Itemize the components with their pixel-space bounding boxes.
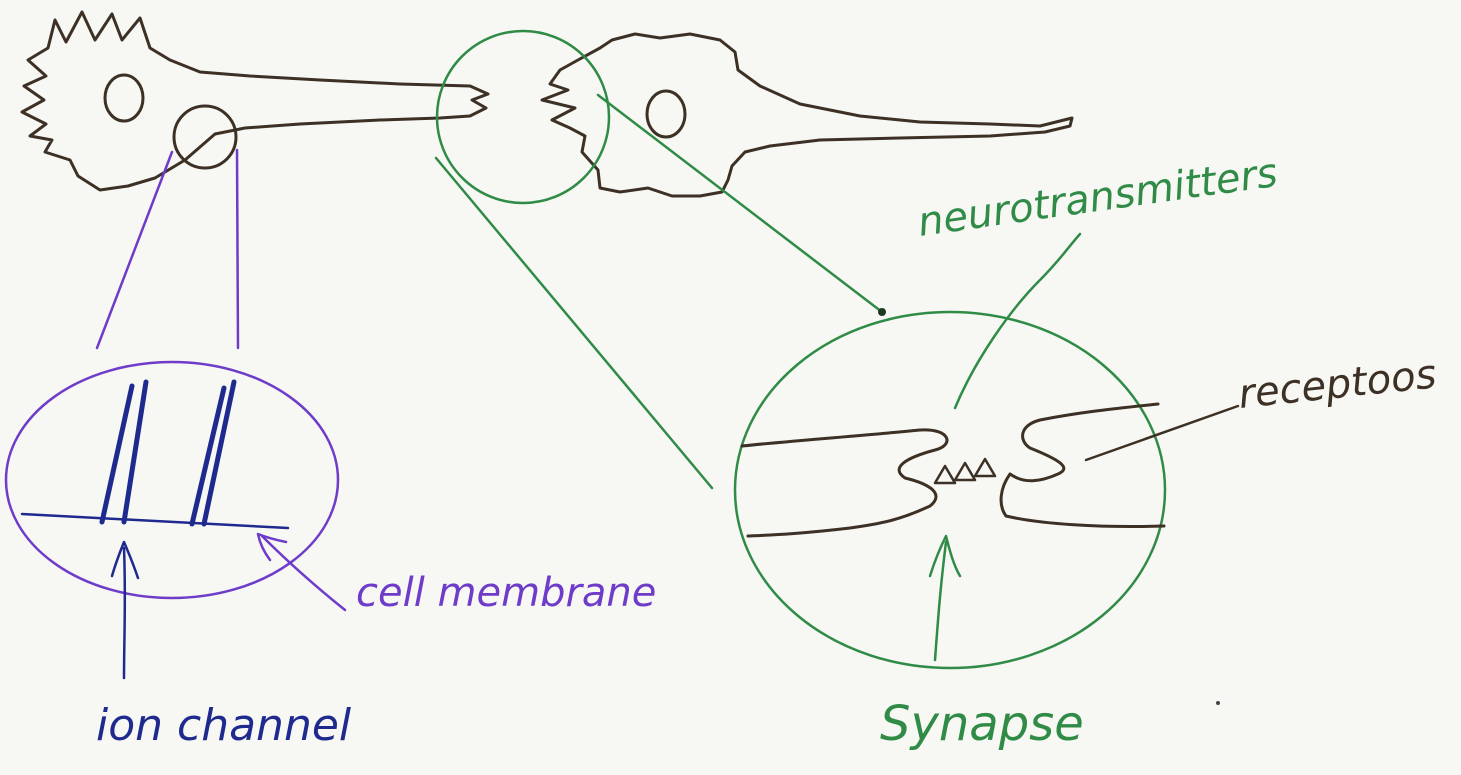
neurotransmitter-vesicle-1 [935,466,955,483]
neuron-1-nucleus [105,75,143,121]
synapse-arrow [930,536,960,660]
cell-membrane-arrow [258,534,345,610]
neuron-2-nucleus [647,91,685,137]
receptor-pointer-line [1086,406,1238,460]
ion-zoom-line-right [237,150,238,348]
neuron-1 [22,12,488,190]
cell-membrane-line [22,514,288,528]
label-receptors: receptoos [1236,351,1438,417]
ion-zoom-line-left [97,152,172,348]
zoom-line-upper [598,95,882,312]
neuron-2 [542,34,1072,196]
ion-channel-right [192,382,234,524]
neurotransmitter-vesicle-2 [955,463,975,480]
ion-channel-zoom [6,106,345,678]
zoom-anchor-dot [878,308,886,316]
label-cell-membrane: cell membrane [356,570,656,616]
zoom-line-lower [436,158,712,488]
synapse-zoom-circle [735,312,1165,668]
neuron-2-soma [542,34,1072,196]
ion-channel-left [102,382,146,522]
stray-ink-dot [1216,701,1220,705]
ion-channel-arrow [112,542,138,678]
label-neurotransmitters: neurotransmitters [915,150,1280,246]
neuron-1-soma [22,12,488,190]
label-ion-channel: ion channel [96,700,352,751]
neurotransmitter-vesicle-3 [975,459,995,476]
label-synapse: Synapse [880,696,1084,752]
presynaptic-terminal [742,430,947,536]
postsynaptic-terminal [1001,404,1164,527]
axon-highlight-circle [174,106,236,168]
